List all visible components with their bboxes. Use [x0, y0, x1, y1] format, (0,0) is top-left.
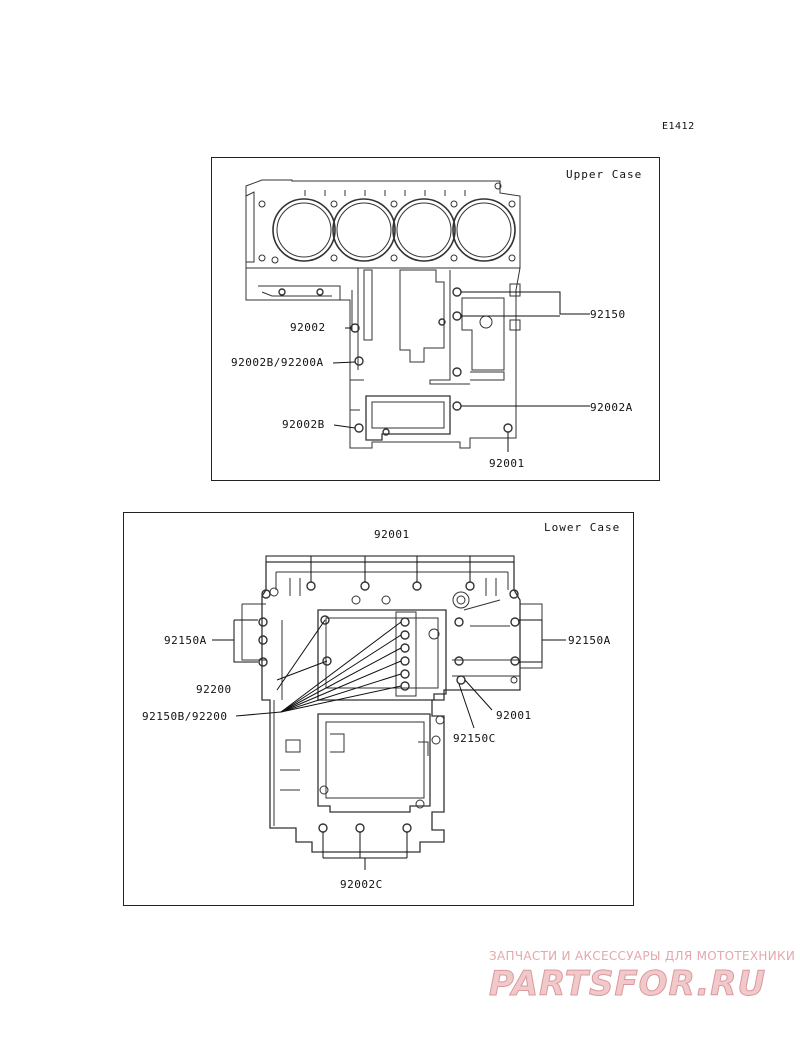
- lower-case-title: Lower Case: [544, 521, 621, 534]
- lower-leader-lines: [212, 555, 566, 870]
- lower-crankcase-drawing: [212, 555, 566, 870]
- label-92150b-92200: 92150B/92200: [142, 710, 228, 723]
- lower-case-panel: [123, 512, 634, 906]
- figure-code: E1412: [662, 121, 695, 132]
- cylinder-bore-3: [392, 198, 456, 262]
- upper-leader-lines: [332, 291, 590, 452]
- label-92002: 92002: [290, 321, 326, 334]
- label-92002a: 92002A: [590, 401, 633, 414]
- watermark-tagline: ЗАПЧАСТИ И АКСЕССУАРЫ ДЛЯ МОТОТЕХНИКИ: [489, 949, 796, 963]
- cylinder-bore-1: [272, 198, 336, 262]
- lower-bolt-heads: [258, 581, 520, 833]
- cylinder-bore-4: [452, 198, 516, 262]
- label-92150a-left: 92150A: [164, 634, 207, 647]
- label-92150a-right: 92150A: [568, 634, 611, 647]
- label-92001-upper: 92001: [489, 457, 525, 470]
- label-92001-top: 92001: [374, 528, 410, 541]
- upper-case-panel: [211, 157, 660, 481]
- label-92200: 92200: [196, 683, 232, 696]
- label-92002c: 92002C: [340, 878, 383, 891]
- label-92150c: 92150C: [453, 732, 496, 745]
- label-92002b: 92002B: [282, 418, 325, 431]
- watermark-logo: PARTSFOR.RU: [488, 964, 767, 1005]
- label-92150: 92150: [590, 308, 626, 321]
- label-92001-right: 92001: [496, 709, 532, 722]
- label-92002b-92200a: 92002B/92200A: [231, 356, 324, 369]
- upper-case-title: Upper Case: [566, 168, 643, 181]
- upper-crankcase-drawing: [245, 179, 590, 452]
- cylinder-bore-2: [332, 198, 396, 262]
